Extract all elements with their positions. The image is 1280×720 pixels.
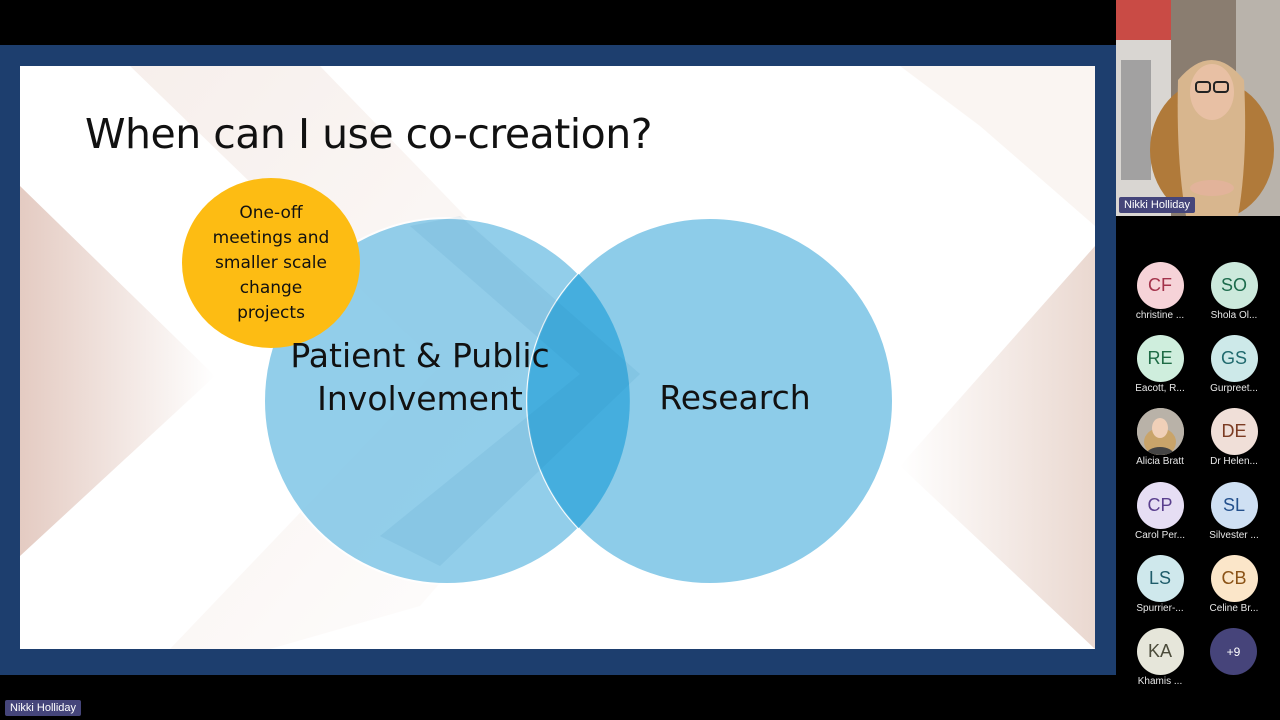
- participant-avatar: KA: [1136, 628, 1184, 675]
- screen-sharer-label: Nikki Holliday: [5, 700, 82, 716]
- participant-name: Shola Ol...: [1210, 310, 1258, 321]
- participant-avatar: SO: [1210, 262, 1258, 309]
- participant-name: Dr Helen...: [1210, 456, 1258, 467]
- venn-overlap: [527, 273, 630, 529]
- participant-avatar: DE: [1210, 408, 1258, 455]
- participant-name: Eacott, R...: [1135, 383, 1185, 394]
- participant-name: christine ...: [1135, 310, 1185, 321]
- participant-avatar: CB: [1210, 555, 1258, 602]
- callout-bubble: One-off meetings and smaller scale chang…: [182, 178, 360, 348]
- participant-avatar: LS: [1136, 555, 1184, 602]
- venn-diagram: [263, 216, 894, 585]
- participant-name: Gurpreet...: [1210, 383, 1258, 394]
- slide-arrow-shape: [380, 216, 640, 566]
- participant-name: Celine Br...: [1209, 603, 1259, 614]
- participant-name: Alicia Bratt: [1136, 456, 1184, 467]
- presenter-video-frame: [1116, 0, 1280, 216]
- participant-tile[interactable]: Alicia Bratt: [1123, 408, 1197, 468]
- presenter-name-label: Nikki Holliday: [1119, 197, 1196, 213]
- participant-avatar: CP: [1136, 482, 1184, 529]
- slide-title: When can I use co-creation?: [85, 110, 653, 158]
- slide: When can I use co-creation? One-off meet…: [20, 66, 1095, 649]
- participant-avatar: GS: [1210, 335, 1258, 382]
- venn-circle-research: [526, 217, 894, 585]
- more-participants-button[interactable]: +9: [1210, 628, 1257, 675]
- participant-photo: [1136, 408, 1184, 455]
- participant-name: Khamis ...: [1137, 676, 1183, 687]
- participant-name: Silvester ...: [1209, 530, 1259, 541]
- participant-avatar: CF: [1136, 262, 1184, 309]
- participant-name: Spurrier-...: [1136, 603, 1184, 614]
- participant-name: Carol Per...: [1134, 530, 1186, 541]
- participant-avatar: SL: [1210, 482, 1258, 529]
- shared-screen: When can I use co-creation? One-off meet…: [0, 45, 1116, 675]
- venn-label-research: Research: [659, 378, 811, 417]
- venn-label-ppi: Patient & Public Involvement: [290, 336, 550, 418]
- participant-avatar: RE: [1136, 335, 1184, 382]
- presenter-video[interactable]: Nikki Holliday: [1116, 0, 1280, 216]
- callout-text: One-off meetings and smaller scale chang…: [212, 202, 330, 323]
